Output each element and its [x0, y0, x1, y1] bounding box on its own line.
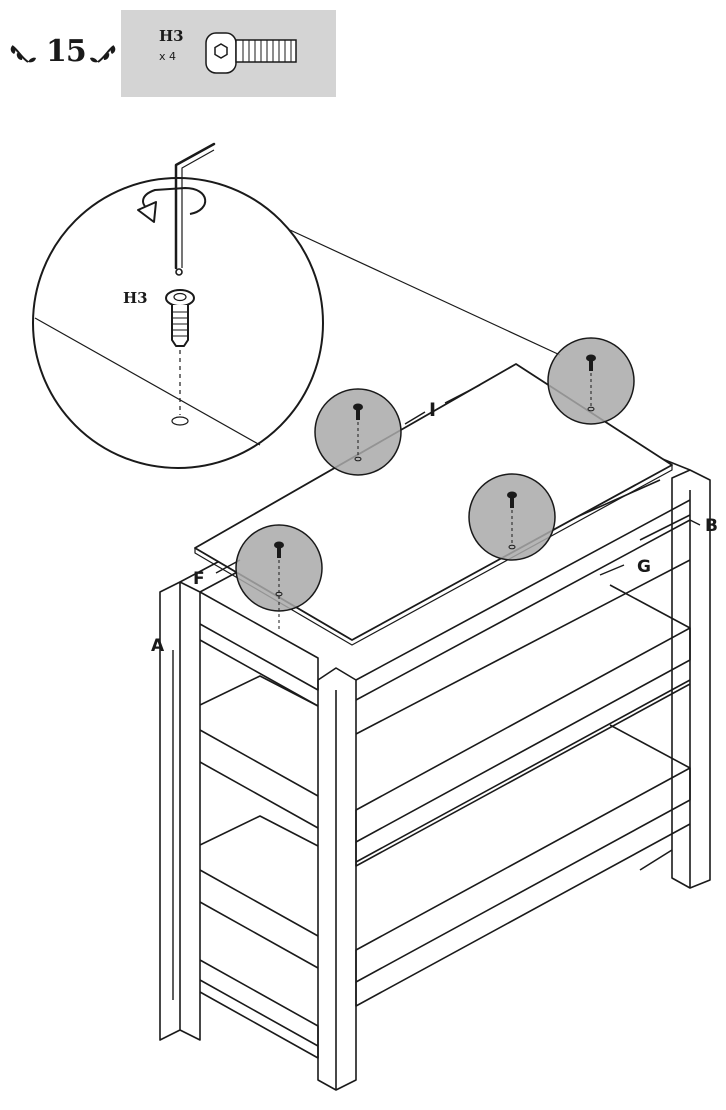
side-panel-a	[159, 581, 357, 1091]
leaf-ornament-icon	[10, 45, 36, 63]
step-number: 15	[46, 34, 87, 69]
label-rail-f: F	[193, 569, 205, 589]
bottom-shelf	[199, 724, 691, 1007]
label-rail-g: G	[637, 557, 651, 577]
part-code: H3	[159, 27, 184, 45]
screw-highlight	[314, 388, 402, 476]
part-quantity: x 4	[159, 50, 177, 63]
hex-socket-screw-icon	[205, 32, 297, 74]
label-panel-i: I	[429, 399, 436, 421]
side-panel-b	[639, 469, 711, 889]
label-side-b: B	[705, 516, 718, 536]
leaf-ornament-icon	[90, 45, 116, 63]
screw-highlight	[235, 524, 323, 630]
detail-screw-label: H3	[123, 289, 148, 307]
screw-highlight	[547, 337, 635, 425]
zoom-connector-line	[289, 229, 561, 356]
parts-list-box: H3 x 4	[121, 10, 336, 97]
screw-highlight	[468, 473, 556, 561]
detail-zoom-circle	[32, 142, 324, 469]
label-side-a: A	[151, 636, 165, 656]
middle-shelf	[199, 584, 691, 867]
step-header: 15	[8, 22, 118, 82]
